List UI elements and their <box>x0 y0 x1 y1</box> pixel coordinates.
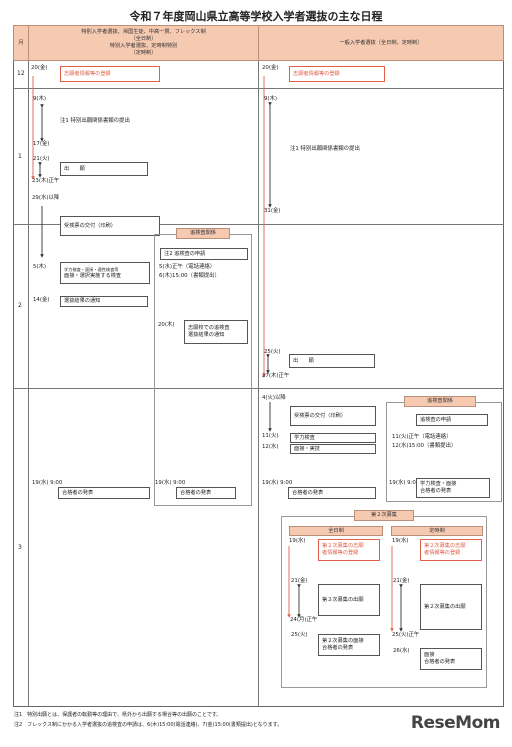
month-3: 3 <box>18 544 22 551</box>
r-ticket-box: 受検票の交付（印刷） <box>290 406 376 426</box>
date-dec20: 20(金) <box>31 65 48 71</box>
second-recruit-title: 第２次募集 <box>354 510 414 521</box>
announce-box: 合格者の発表 <box>58 487 150 499</box>
p-apply-box: 第２次募集の出願 <box>420 584 482 630</box>
f-announce-box: 第２次募集の面接合格者の発表 <box>318 634 380 656</box>
date-jan17: 17(金) <box>33 141 50 147</box>
resemom-logo: ReseMom <box>410 713 501 733</box>
followup-line1: 5(水)正午（電話連絡） <box>159 264 216 270</box>
r-note1-label: 注1 特別出願関係書類の提出 <box>290 146 360 152</box>
f-reg-box: 第２次募集の志願者情報等の登録 <box>318 539 380 561</box>
p-announce-box: 面接合格者の発表 <box>420 648 482 670</box>
r-date-dec20: 20(金) <box>262 65 279 71</box>
r-followup-date19: 19(水) 9:00 <box>389 480 420 486</box>
second-part-time-header: 定時制 <box>391 526 483 536</box>
f-date25: 25(火) <box>291 632 308 638</box>
header-right: 一般入学者選抜（全日制、定時制） <box>258 25 504 61</box>
r-followup-line1: 11(火)正午（電話連絡） <box>392 434 452 440</box>
row-divider <box>13 224 504 225</box>
ticket-box: 受検票の交付（印刷） <box>60 216 160 236</box>
month-column-divider <box>28 25 29 707</box>
r-registration-box: 志願者情報等の登録 <box>289 66 385 82</box>
r-date-mar19: 19(水) 9:00 <box>262 480 293 486</box>
row-divider <box>13 388 504 389</box>
followup-apply-box: 注2 追検査の申請 <box>160 248 248 260</box>
header-left: 特別入学者選抜、帰国生徒、中高一貫、フレックス制（全日制）特別入学者選抜、定時制… <box>28 25 259 61</box>
r-followup-apply: 追検査の申請 <box>416 414 488 426</box>
r-date-mar4: 4(火)以降 <box>262 395 286 401</box>
date-feb14: 14(金) <box>33 297 50 303</box>
followup-date19: 19(水) 9:00 <box>155 480 186 486</box>
r-date-jan9: 9(木) <box>264 96 278 102</box>
followup-title: 追検査関係 <box>176 228 230 239</box>
f-date21: 21(金) <box>291 578 308 584</box>
row-divider <box>13 88 504 89</box>
r-date-feb25: 25(火) <box>264 349 281 355</box>
r-followup-box: 学力検査・面接合格者の発表 <box>416 478 490 498</box>
f-apply-box: 第２次募集の出願 <box>318 584 380 616</box>
date-mar19: 19(水) 9:00 <box>32 480 63 486</box>
exam-box: 学力検査・面接・適性検査等 面接・選択実施する検査 <box>60 262 150 284</box>
date-jan21: 21(火) <box>33 156 50 162</box>
r-date-mar11: 11(火) <box>262 433 279 439</box>
p-date19: 19(水) <box>392 538 409 544</box>
second-full-time-header: 全日制 <box>289 526 383 536</box>
r-exam2-box: 面接・実技 <box>290 444 376 454</box>
followup-notice-box: 志願校での追検査選抜結果の通知 <box>184 320 248 344</box>
registration-box: 志願者情報等の登録 <box>60 66 160 82</box>
date-jan23: 23(木)正午 <box>32 178 60 184</box>
footnote-1: 注1 特別出願とは、保護者の転勤等の理由で、県外から出願する場合等の出願のことで… <box>14 712 222 718</box>
result-notice-box: 選抜結果の通知 <box>60 296 148 307</box>
r-followup-line2: 12(水)15:00（書類提出） <box>392 443 457 449</box>
footnote-2: 注2 フレックス制にかかる入学者選抜の追検査の申請は、6(木)15:00(電話連… <box>14 722 283 728</box>
r-date-mar12: 12(水) <box>262 444 279 450</box>
date-jan9: 9(木) <box>33 96 47 102</box>
followup-announce-box: 合格者の発表 <box>176 487 236 499</box>
month-2: 2 <box>18 302 22 309</box>
p-date21: 21(金) <box>393 578 410 584</box>
r-exam1-box: 学力検査 <box>290 433 376 443</box>
date-jan29: 29(水)以降 <box>32 195 60 201</box>
date-feb5: 5(木) <box>33 264 47 270</box>
r-followup-title: 追検査関係 <box>404 396 476 407</box>
page-title: 令和７年度岡山県立高等学校入学者選抜の主な日程 <box>129 10 383 23</box>
p-reg-box: 第２次募集の志願者情報等の登録 <box>420 539 482 561</box>
center-divider <box>258 25 259 707</box>
apply-box: 出 願 <box>60 162 148 176</box>
p-date25: 25(火)正午 <box>392 632 420 638</box>
f-date19: 19(水) <box>289 538 306 544</box>
r-date-jan31: 31(金) <box>264 208 281 214</box>
p-date26: 26(水) <box>393 648 410 654</box>
followup-date20: 20(木) <box>158 322 175 328</box>
r-announce-box: 合格者の発表 <box>288 487 376 499</box>
month-12: 12 <box>17 70 25 77</box>
note1-label: 注1 特別出願関係書類の提出 <box>60 118 130 124</box>
month-1: 1 <box>18 153 22 160</box>
r-date-feb27: 27(木)正午 <box>262 373 290 379</box>
followup-line2: 6(木)15:00（書類提出） <box>159 273 220 279</box>
f-date24: 24(月)正午 <box>290 617 318 623</box>
r-apply-box: 出 願 <box>289 354 375 368</box>
